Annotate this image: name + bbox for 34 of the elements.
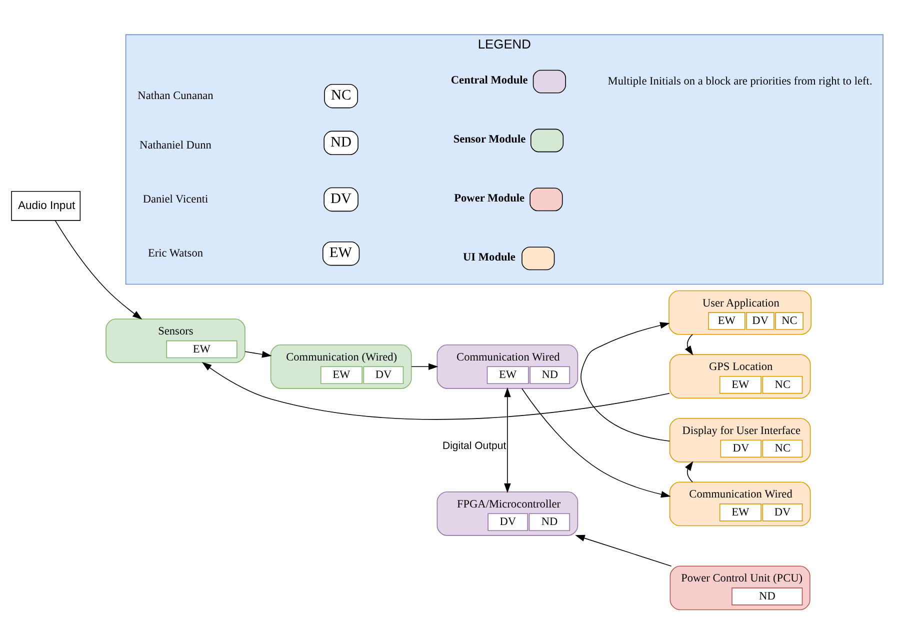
node-box: Communication Wired EW DV bbox=[669, 481, 811, 526]
arrow bbox=[411, 362, 438, 370]
node-box: Audio Input bbox=[11, 190, 81, 220]
node-box: Communication (Wired) EW DV bbox=[270, 344, 412, 388]
arrow bbox=[244, 350, 272, 358]
legend-label: Sensor Module bbox=[453, 133, 526, 146]
arrow bbox=[504, 386, 511, 493]
node-box: Display for User Interface DV NC bbox=[669, 417, 811, 462]
node-box: DV bbox=[324, 186, 358, 212]
node-box: Communication Wired EW ND bbox=[436, 344, 578, 388]
label: Multiple Initials on a block are priorities from right to left. bbox=[608, 75, 872, 88]
arrow bbox=[522, 388, 671, 498]
arrow bbox=[684, 334, 694, 355]
label: Nathaniel Dunn bbox=[140, 138, 212, 151]
edge-label: Digital Output bbox=[442, 439, 506, 452]
label: Eric Watson bbox=[148, 247, 204, 260]
legend-label: Power Module bbox=[454, 192, 525, 204]
node-box: EW bbox=[322, 240, 360, 266]
legend-label: UI Module bbox=[463, 251, 516, 264]
arrow bbox=[575, 534, 672, 566]
arrow bbox=[684, 460, 694, 482]
node-box: NC bbox=[324, 83, 358, 108]
arrow bbox=[202, 362, 670, 420]
node-box: ND bbox=[324, 130, 358, 155]
arrow bbox=[580, 322, 670, 441]
node-box: User Application EW DV NC bbox=[668, 290, 812, 334]
label: Daniel Vicenti bbox=[142, 192, 208, 205]
node-box: Sensors EW bbox=[106, 318, 246, 363]
node-box: Power Control Unit (PCU) ND bbox=[670, 565, 810, 610]
node-box: GPS Location EW NC bbox=[669, 354, 811, 398]
label: Nathan Cunanan bbox=[138, 90, 214, 102]
legend-label: Central Module bbox=[450, 74, 528, 86]
node-box: FPGA/Microcontroller DV ND bbox=[436, 490, 578, 536]
arrow bbox=[54, 220, 142, 319]
